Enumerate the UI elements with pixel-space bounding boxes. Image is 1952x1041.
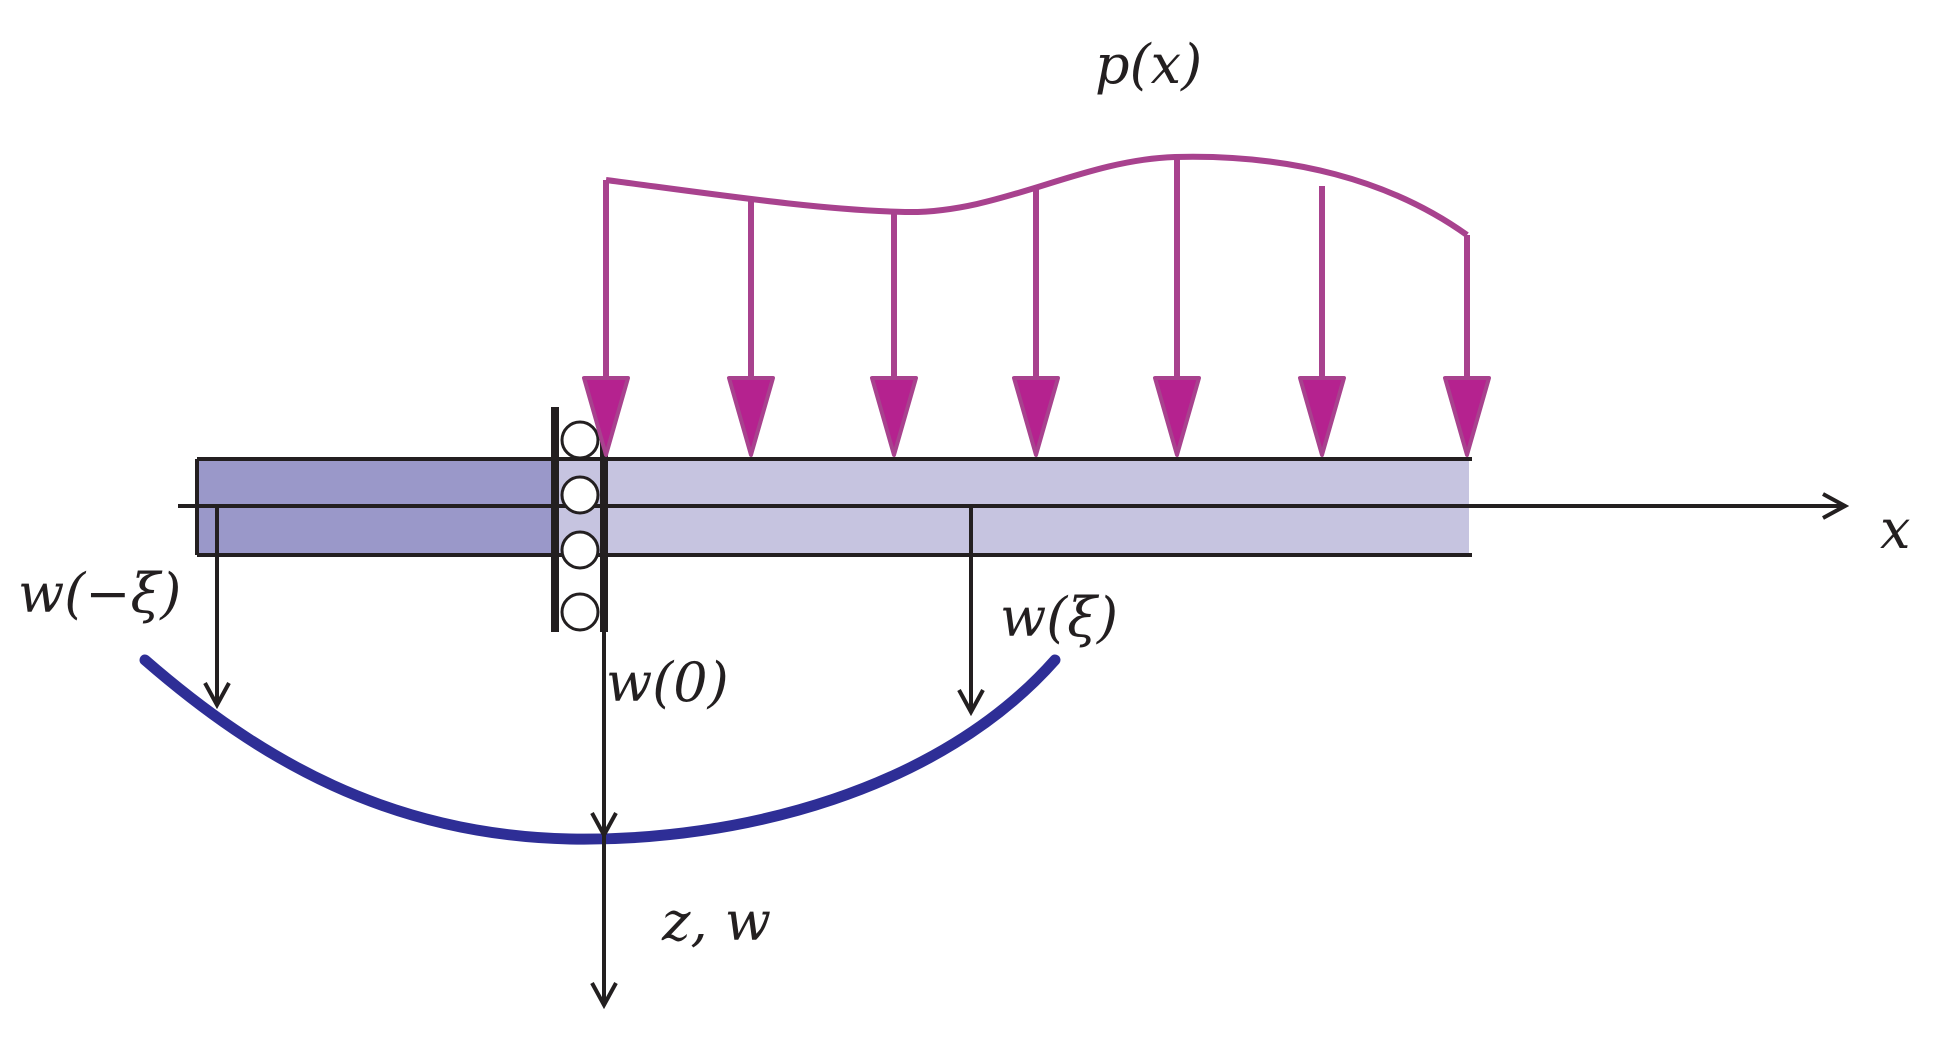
load-arrow-head: [1153, 376, 1201, 457]
load-arrow-head: [870, 376, 918, 457]
load-arrow-head: [727, 376, 775, 457]
roller: [560, 420, 600, 460]
deflection-curve: [139, 654, 1061, 845]
roller: [560, 475, 600, 515]
load-arrow-head: [1298, 376, 1346, 457]
load-arrow-head: [1012, 376, 1060, 457]
z-axis-label: z, w: [661, 890, 771, 953]
load-curve: [605, 153, 1469, 238]
support-rollers: [560, 420, 600, 632]
w-minus-xi-label: w(−ξ): [18, 562, 181, 625]
load-label: p(x): [1095, 33, 1202, 96]
x-axis-label: x: [1880, 498, 1910, 561]
load-arrow-head: [1443, 376, 1491, 457]
load-arrow-head: [582, 376, 630, 457]
load-arrows: [582, 157, 1491, 457]
roller: [560, 530, 600, 570]
roller: [560, 592, 600, 632]
w-zero-label: w(0): [606, 651, 729, 714]
w-xi-label: w(ξ): [1000, 586, 1118, 649]
